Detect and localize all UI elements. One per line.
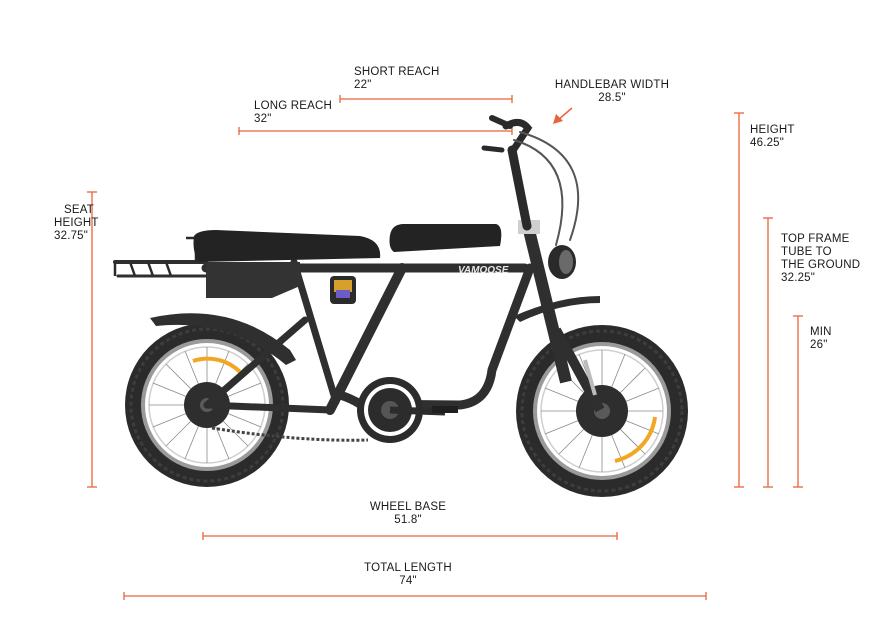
seat-height-line (87, 191, 97, 488)
seat-height-label: SEAT HEIGHT 32.75" (54, 204, 99, 242)
total-length-label: TOTAL LENGTH 74" (364, 562, 452, 587)
handlebar-arrow-icon (553, 107, 573, 124)
frame-brand: VAMOOSE (458, 265, 509, 276)
rear-fender (150, 313, 296, 365)
front-fork (518, 220, 605, 413)
rear-shock (330, 276, 356, 304)
height-line (734, 112, 744, 488)
top-frame-line (763, 217, 773, 488)
short-reach-label: SHORT REACH 22" (354, 66, 440, 91)
short-reach-line (339, 95, 513, 103)
min-line (793, 315, 803, 488)
long-reach-line (238, 127, 513, 135)
headlight (548, 245, 576, 279)
battery (389, 224, 502, 252)
seat (193, 230, 381, 262)
min-label: MIN 26" (810, 326, 832, 351)
long-reach-label: LONG REACH 32" (254, 100, 333, 125)
total-length-line (123, 592, 707, 600)
chainring (357, 377, 458, 443)
front-fender (514, 296, 600, 322)
front-wheel (516, 325, 688, 497)
side-panel (206, 262, 300, 298)
dimension-lines (87, 95, 803, 600)
chain (211, 426, 369, 442)
wheel-base-label: WHEEL BASE 51.8" (369, 501, 447, 526)
handlebar (481, 115, 580, 246)
handlebar-width-label: HANDLEBAR WIDTH 28.5" (554, 79, 670, 104)
height-label: HEIGHT 46.25" (750, 124, 795, 149)
top-frame-label: TOP FRAME TUBE TO THE GROUND 32.25" (781, 233, 861, 284)
rear-rack (113, 236, 198, 277)
wheel-base-line (202, 532, 618, 540)
